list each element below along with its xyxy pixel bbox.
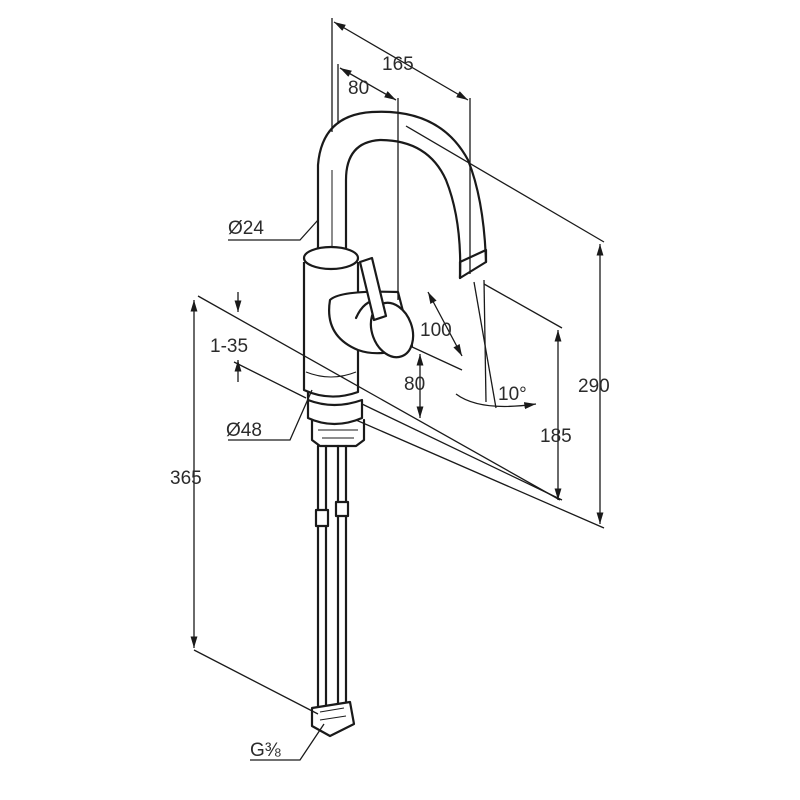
dim-10deg-line-2 (483, 279, 487, 403)
lever-handle (358, 256, 388, 322)
dim-80-line (339, 67, 397, 101)
supply-hose-right (336, 444, 348, 708)
label-lever-swing: 100 (420, 320, 452, 341)
faucet-illustration (302, 110, 488, 738)
label-thread: G⅜ (250, 740, 281, 761)
base-ring (306, 392, 364, 426)
label-spout-diameter: Ø24 (228, 218, 264, 239)
dim-165-line (333, 21, 469, 101)
label-spout-angle: 10° (498, 384, 527, 405)
leader-thread (250, 723, 325, 761)
dim-290-ext-top (405, 125, 605, 243)
dim-365-ext-bottom (193, 649, 319, 715)
leader-d48 (228, 389, 313, 441)
label-lever-clearance: 80 (404, 374, 425, 395)
hose-clip-2 (334, 500, 350, 518)
dimension-labels: 165 80 Ø24 100 1-35 80 Ø48 10° 185 290 3… (170, 54, 610, 761)
mount-nut (318, 429, 358, 439)
dim-185-ext-bottom (361, 403, 563, 501)
dim-135-ext-bottom (233, 361, 307, 399)
label-hose-length: 365 (170, 468, 202, 489)
dimension-lines (190, 18, 605, 761)
label-total-height: 290 (578, 376, 610, 397)
label-deck-thickness: 1-35 (210, 336, 248, 357)
hose-clip (314, 508, 330, 528)
label-width-handle: 80 (348, 78, 369, 99)
dim-185-ext-top (483, 283, 563, 329)
label-base-diameter: Ø48 (226, 420, 262, 441)
hose-fitting-detail (319, 707, 347, 721)
dim-10deg-arc (455, 393, 537, 410)
body-top (302, 245, 360, 271)
dim-100-ext (409, 345, 463, 371)
leader-d24 (228, 219, 319, 241)
dim-290-ext-bottom (355, 419, 605, 529)
body-seam (305, 371, 357, 378)
supply-hose-left (316, 444, 328, 710)
label-width-total: 165 (382, 54, 414, 75)
hose-fitting (310, 700, 356, 738)
dim-100-line (427, 291, 463, 357)
label-outlet-height: 185 (540, 426, 572, 447)
dim-135-ext-top (197, 295, 561, 501)
spout-outlet (458, 248, 488, 280)
